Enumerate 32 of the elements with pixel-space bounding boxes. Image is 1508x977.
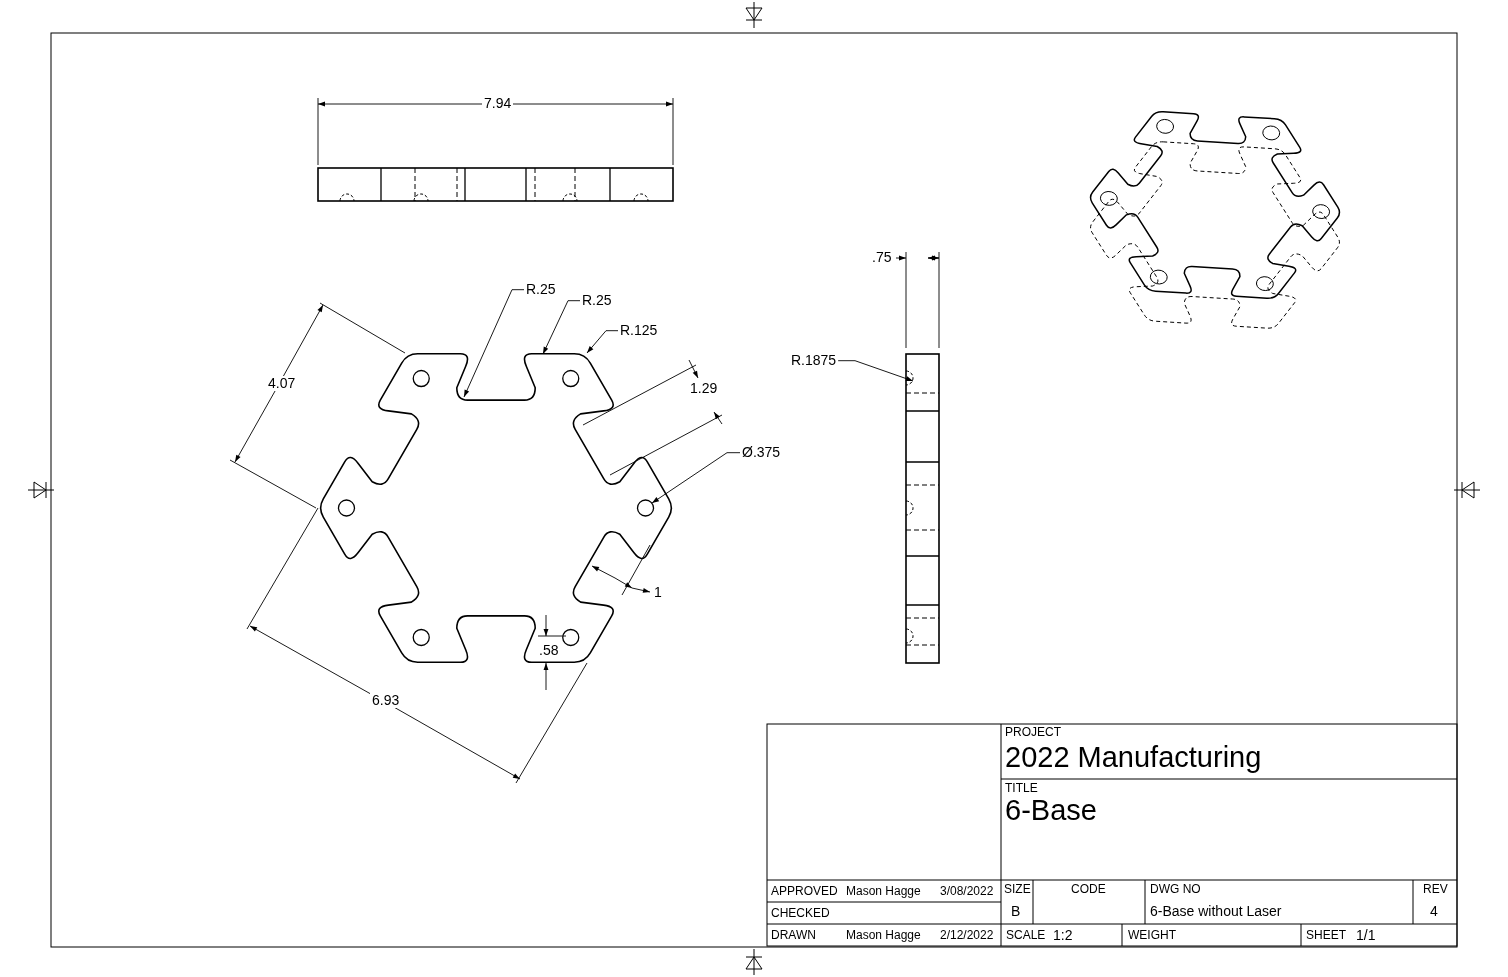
field-label: TITLE [1005,782,1038,796]
dimension-text: 4.07 [266,376,298,392]
callout-text: R.125 [620,323,658,339]
drawing-number: 6-Base without Laser [1150,904,1282,920]
field-label: DWG NO [1150,883,1201,897]
plate-front-view-drawing [319,353,673,663]
field-label: WEIGHT [1128,929,1176,943]
field-label: APPROVED [771,885,838,899]
drawing-title: 6-Base [1005,795,1097,827]
callout-text: R.1875 [791,353,837,369]
field-label: REV [1423,883,1448,897]
size-value: B [1011,904,1021,920]
field-label: PROJECT [1005,726,1061,740]
callout-text: R.25 [526,282,556,298]
sheet-number: 1/1 [1356,928,1376,944]
callout-text: Ø.375 [742,445,781,461]
date-text: 3/08/2022 [940,885,994,899]
callout-text: R.25 [582,293,612,309]
field-label: SHEET [1306,929,1346,943]
revision-value: 4 [1430,904,1438,920]
plate-side-view-drawing [905,353,940,664]
scale-value: 1:2 [1053,928,1073,944]
field-label: DRAWN [771,929,816,943]
field-label: SCALE [1006,929,1046,943]
date-text: 2/12/2022 [940,929,994,943]
dimension-text: 6.93 [370,693,402,709]
project-name: 2022 Manufacturing [1005,742,1262,774]
field-label: CODE [1071,883,1106,897]
approver-name: Mason Hagge [846,885,921,899]
drafter-name: Mason Hagge [846,929,921,943]
field-label: CHECKED [771,907,830,921]
field-label: SIZE [1004,883,1031,897]
